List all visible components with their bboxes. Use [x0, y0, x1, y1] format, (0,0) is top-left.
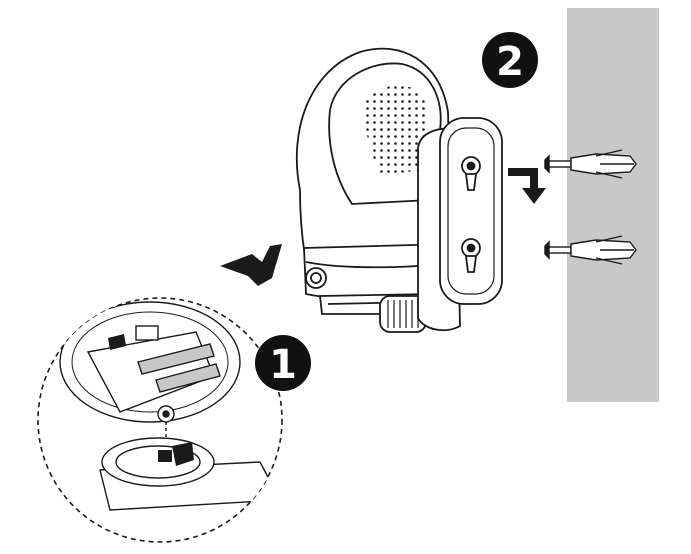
- wall-anchor-bottom: [544, 235, 637, 265]
- side-button: [305, 267, 327, 289]
- mount-disc: [99, 437, 282, 511]
- mount-bracket: [417, 117, 503, 332]
- step-number: 1: [269, 342, 297, 388]
- camera: [296, 47, 453, 333]
- wall-panel: [567, 8, 659, 402]
- speaker-grille: [364, 85, 428, 176]
- keyhole-top-icon: [461, 156, 481, 191]
- wall-anchor-top: [544, 149, 637, 179]
- detail-inset: [37, 297, 283, 543]
- mount-plate: [439, 117, 503, 305]
- tilt-knob: [379, 295, 427, 333]
- keyhole-bottom-icon: [461, 238, 481, 273]
- step-number: 2: [496, 39, 524, 85]
- hang-arrow-icon: [508, 168, 546, 204]
- step-badge-1: 1: [255, 335, 311, 391]
- step-badge-2: 2: [482, 32, 538, 88]
- remove-arrow-icon: [220, 244, 282, 286]
- wall: [567, 8, 659, 402]
